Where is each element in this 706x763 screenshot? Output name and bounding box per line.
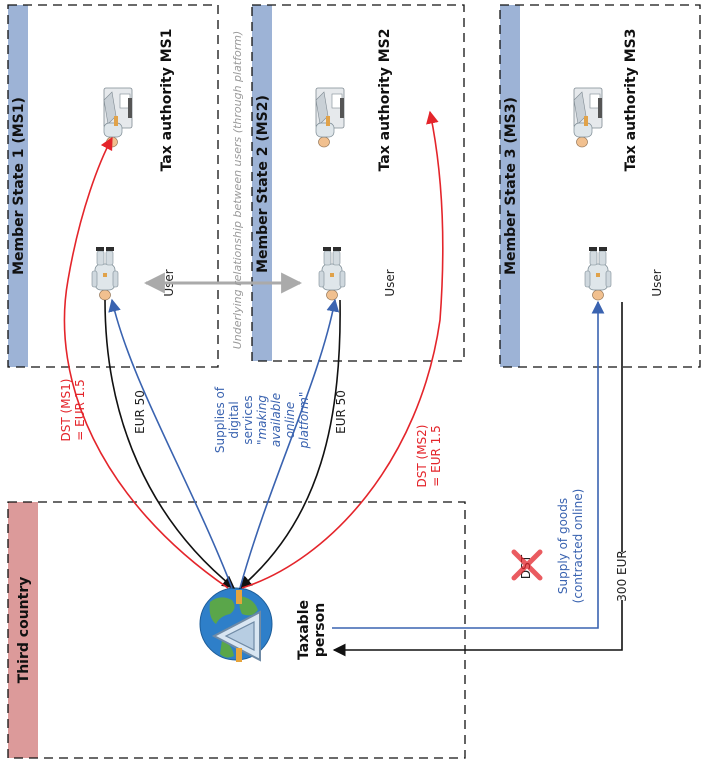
supplies-label: Supplies of digital services "making ava…	[213, 386, 311, 453]
third-country-header-bar	[8, 502, 38, 758]
dst-ms2-label-line1: DST (MS2)	[415, 425, 429, 488]
ms2-header-bar	[252, 5, 272, 361]
tax-authority-ms1-icon	[103, 87, 133, 148]
supply-ms1-arrow	[108, 298, 233, 589]
supplies-label-line5: available	[269, 393, 283, 447]
supplies-label-line7: platform"	[297, 392, 311, 450]
ms2-box	[251, 4, 465, 362]
taxable-person-label-line1: Taxable	[296, 600, 312, 660]
supply-ms2-arrow	[239, 298, 340, 589]
user-ms2-icon	[318, 246, 346, 301]
taxable-person-icon	[199, 587, 273, 662]
goods-label-line2: (contracted online)	[571, 489, 585, 604]
member-state-1: Member State 1 (MS1) Tax authority MS1 U…	[7, 4, 219, 368]
tax-authority-ms1-label: Tax authority MS1	[159, 29, 175, 172]
payment-ms1-label: EUR 50	[133, 390, 147, 434]
member-state-2: Member State 2 (MS2) Tax authority MS2 U…	[251, 4, 465, 362]
supplies-label-line4: "making	[255, 395, 269, 445]
supplies-label-line2: digital	[227, 401, 241, 438]
payment-ms3-arrow	[332, 302, 623, 657]
user-ms1-icon	[91, 246, 119, 301]
dst-ms1-label-line1: DST (MS1)	[59, 379, 73, 442]
third-country-title: Third country	[16, 577, 32, 684]
tax-authority-ms3-icon	[573, 87, 603, 148]
dst-ms1-arrow	[63, 136, 229, 589]
payment-ms2-label: EUR 50	[334, 390, 348, 434]
third-country: Third country	[7, 501, 466, 759]
ms1-header-bar	[8, 5, 28, 367]
tax-authority-ms3-label: Tax authority MS3	[623, 29, 639, 172]
relationship-label: Underlying relationship between users (t…	[231, 31, 244, 350]
dst-ms2-label-line2: = EUR 1.5	[429, 425, 443, 486]
supplies-label-line3: services	[241, 395, 255, 444]
dst-ms1-label-line2: = EUR 1.5	[73, 379, 87, 440]
tax-authority-ms2-label: Tax authority MS2	[377, 29, 393, 172]
ms3-title: Member State 3 (MS3)	[503, 97, 519, 275]
payment-ms3-label-bg	[614, 552, 630, 600]
user-ms2-label: User	[383, 269, 397, 296]
user-ms3-label: User	[650, 269, 664, 296]
dst-ms2-arrow	[241, 110, 444, 589]
payment-ms1-arrow	[104, 299, 235, 589]
ms3-box	[499, 4, 701, 368]
payment-ms3-label: 300 EUR	[615, 550, 629, 601]
dst-crossed-out: DST	[511, 549, 543, 581]
third-country-box	[7, 501, 466, 759]
supplies-label-line6: online	[283, 402, 297, 439]
ms2-title: Member State 2 (MS2)	[255, 95, 271, 273]
goods-label-line1: Supply of goods	[556, 498, 570, 594]
payment-ms2-arrow	[239, 299, 341, 589]
taxable-person-label-line2: person	[312, 603, 328, 657]
tax-authority-ms2-icon	[315, 87, 345, 148]
cross-icon	[511, 549, 543, 581]
member-state-3: Member State 3 (MS3) Tax authority MS3 U…	[499, 4, 701, 368]
ms1-box	[7, 4, 219, 368]
ms3-header-bar	[500, 5, 520, 367]
ms1-title: Member State 1 (MS1)	[11, 97, 27, 275]
user-ms3-icon	[584, 246, 612, 301]
supply-goods-arrow	[332, 300, 605, 629]
supplies-label-line1: Supplies of	[213, 386, 227, 453]
